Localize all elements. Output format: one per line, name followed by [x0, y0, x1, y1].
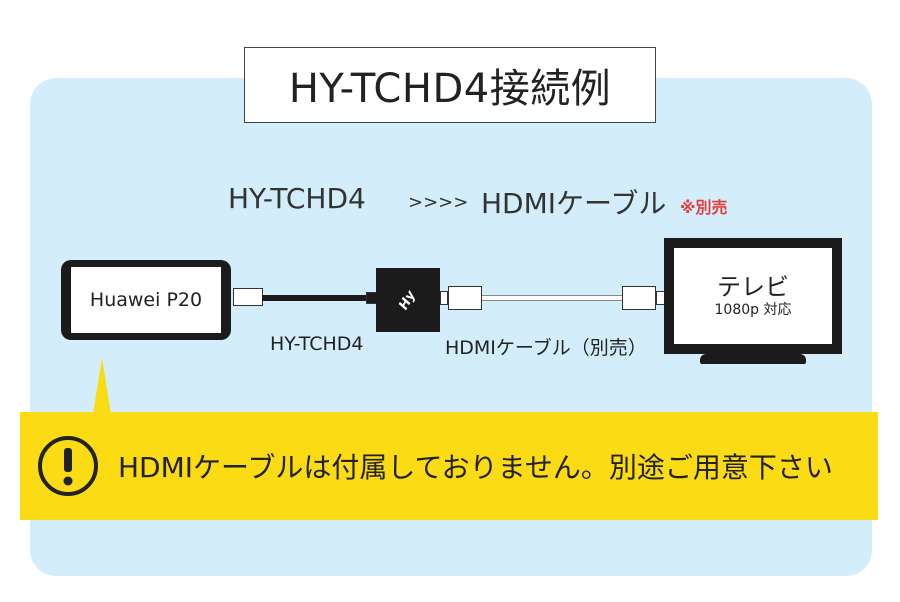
- tv-stand: [700, 354, 806, 364]
- headline-note: ※別売: [680, 198, 728, 217]
- adapter-logo: Hy: [396, 287, 420, 313]
- usb-c-plug-icon: [233, 288, 263, 306]
- tv-name: テレビ: [717, 273, 789, 301]
- adapter-device: Hy: [376, 268, 440, 332]
- hdmi-plug-left-icon: [448, 286, 482, 310]
- headline-cable: HDMIケーブル: [481, 187, 667, 220]
- notice-banner: [20, 412, 878, 520]
- page-title: HY-TCHD4接続例: [244, 47, 656, 123]
- headline-product: HY-TCHD4: [228, 182, 366, 215]
- tv-spec: 1080p 対応: [714, 302, 792, 318]
- tv-frame: テレビ 1080p 対応: [664, 238, 842, 354]
- headline: HY-TCHD4 >>>> HDMIケーブル ※別売: [0, 182, 900, 226]
- adapter-cable: [262, 295, 378, 301]
- cable-label: HDMIケーブル（別売）: [445, 337, 647, 359]
- tv-device: テレビ 1080p 対応: [664, 238, 842, 364]
- adapter-label: HY-TCHD4: [270, 333, 364, 355]
- notice-text: HDMIケーブルは付属しておりません。別途ご用意下さい: [118, 451, 833, 484]
- hdmi-port-icon: [440, 291, 448, 305]
- banner-pointer: [93, 358, 111, 414]
- tv-screen: テレビ 1080p 対応: [674, 248, 832, 344]
- phone-name: Huawei P20: [71, 267, 221, 333]
- phone-device: Huawei P20: [61, 260, 231, 340]
- arrows-icon: >>>>: [408, 192, 469, 213]
- hdmi-plug-right-icon: [622, 286, 656, 310]
- exclamation-icon: [38, 436, 98, 496]
- hdmi-cable: [482, 295, 622, 301]
